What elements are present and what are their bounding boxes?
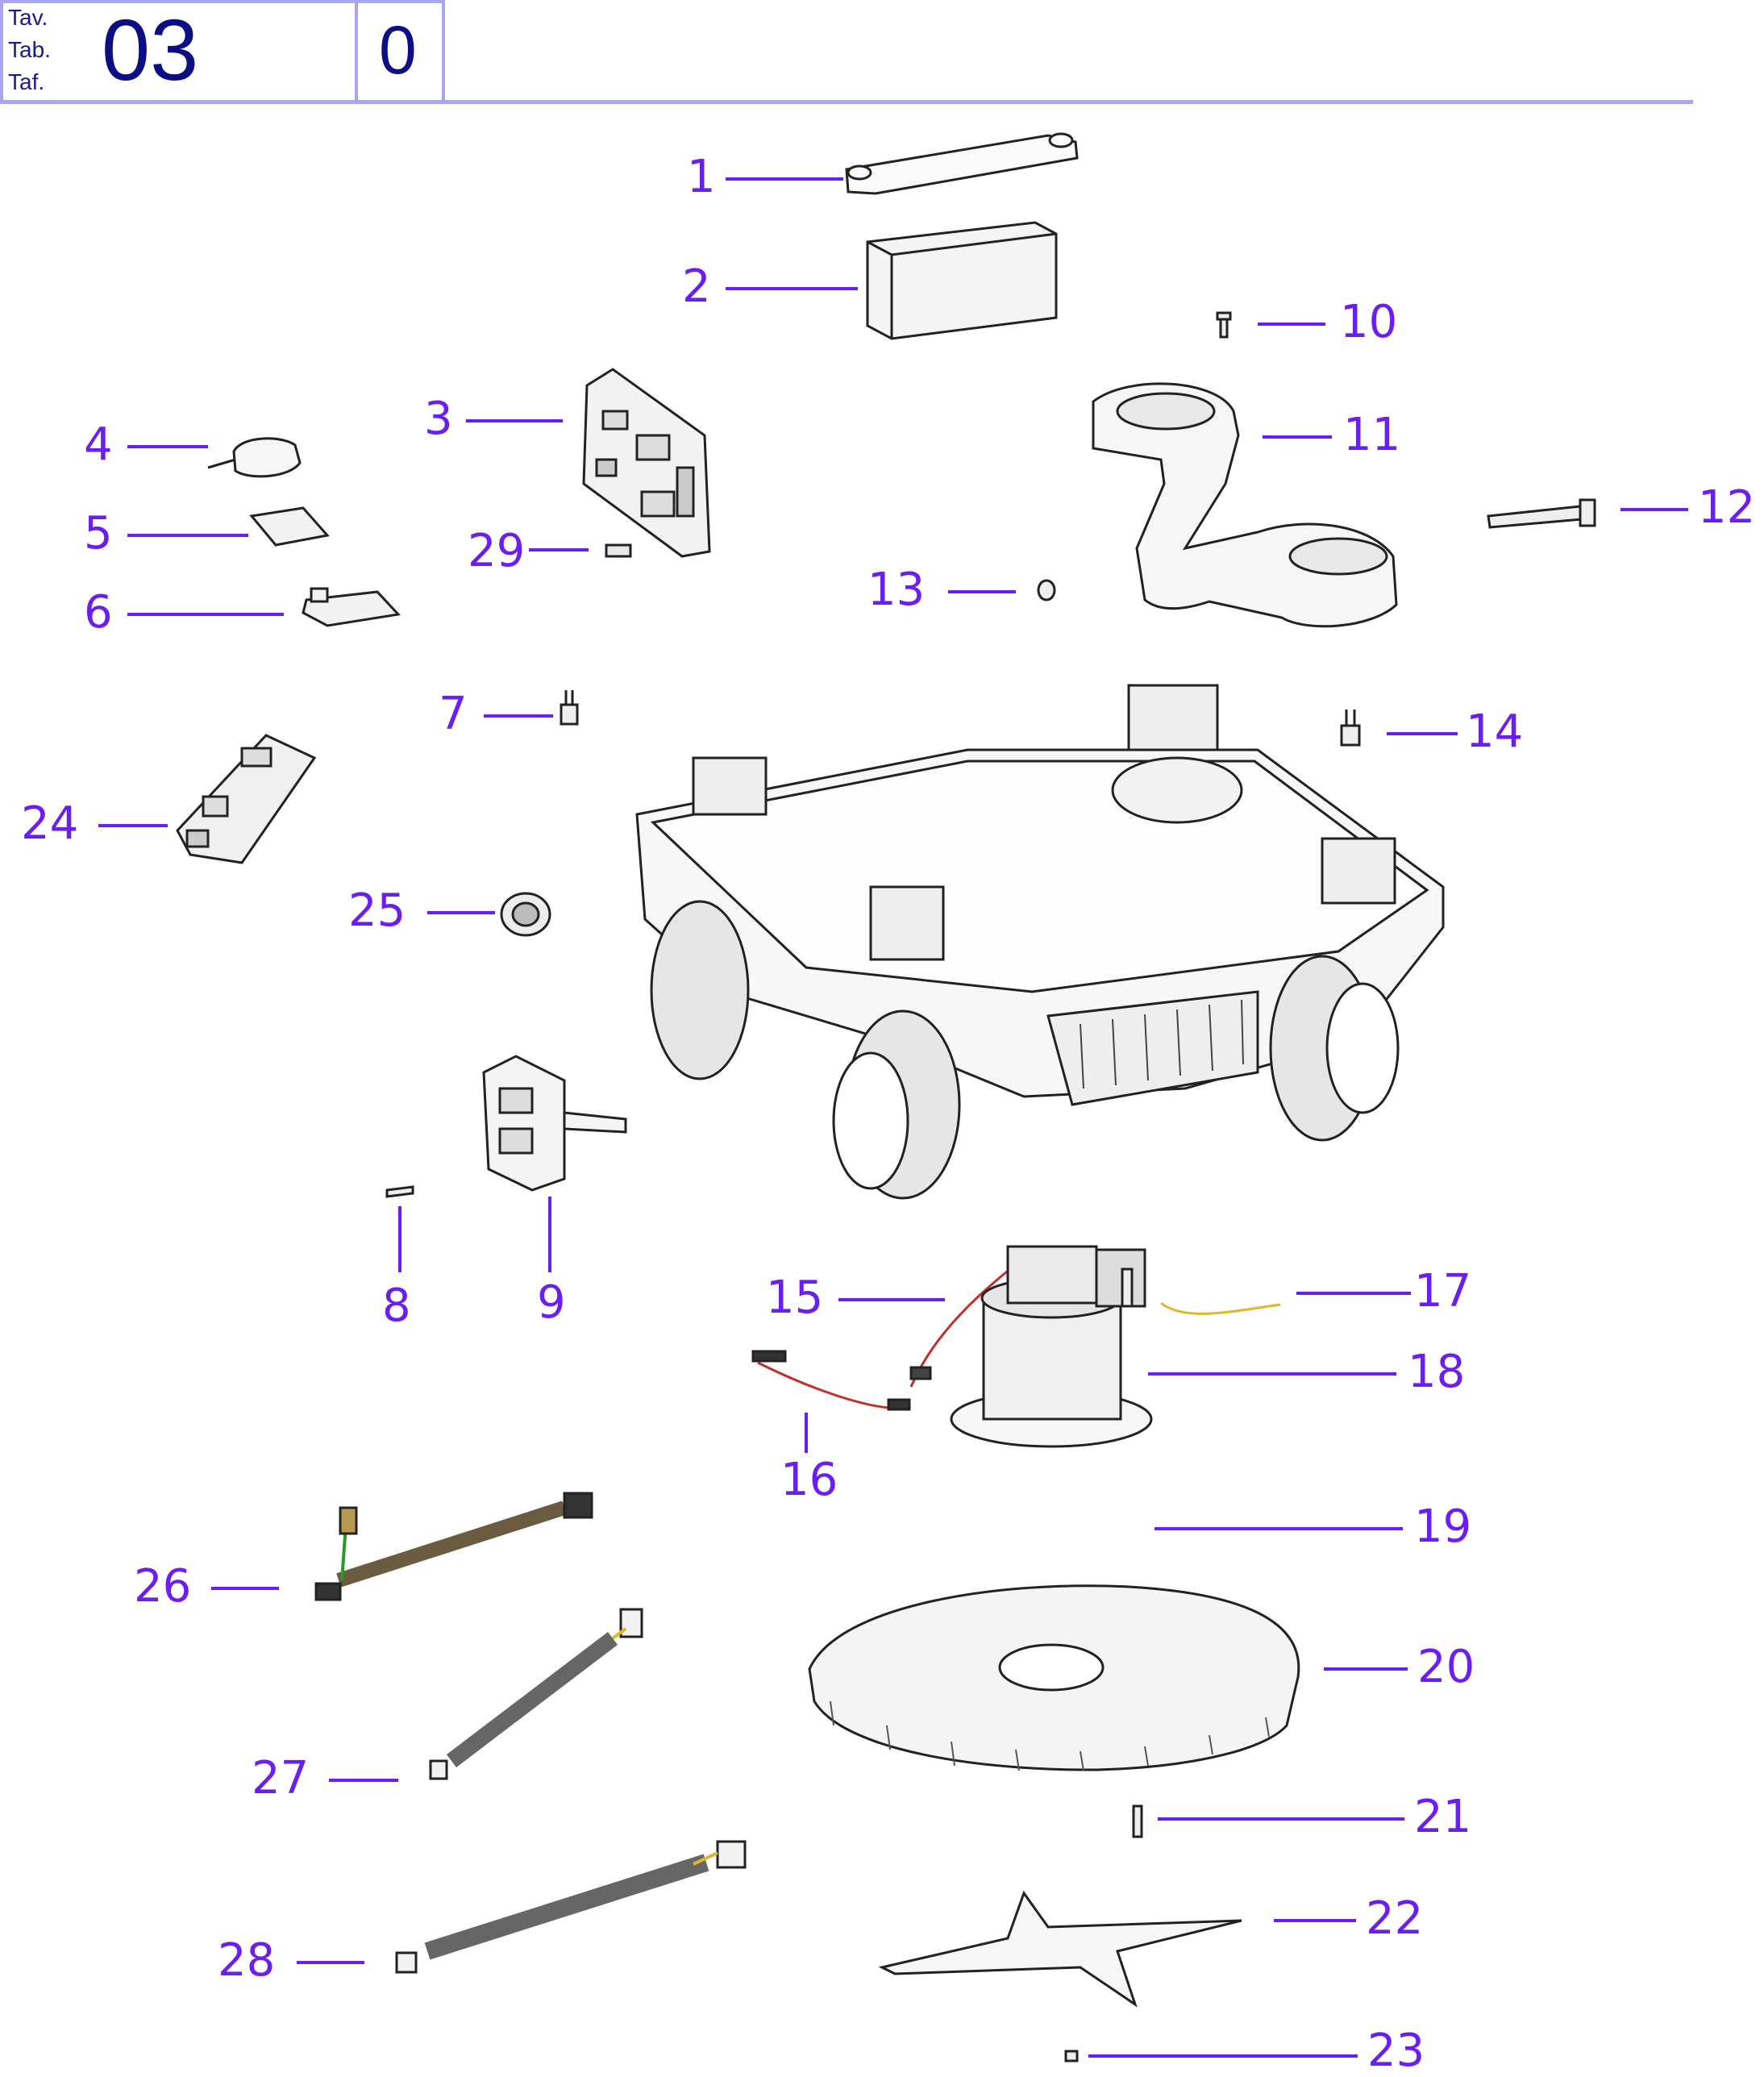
callout-8: 8	[382, 1280, 411, 1332]
part-28-harness	[395, 1840, 747, 1974]
callout-15: 15	[766, 1272, 824, 1324]
header-rule	[0, 100, 1693, 104]
part-22-blade	[878, 1890, 1242, 2008]
callout-10: 10	[1340, 296, 1398, 348]
callout-3: 3	[424, 393, 453, 445]
callout-14: 14	[1466, 706, 1524, 758]
callout-6: 6	[84, 586, 113, 639]
callout-22: 22	[1366, 1892, 1424, 1945]
callout-19: 19	[1414, 1501, 1472, 1553]
callout-12: 12	[1698, 481, 1756, 534]
part-25-grommet	[500, 892, 551, 937]
callout-9: 9	[537, 1276, 566, 1329]
callout-20: 20	[1417, 1641, 1475, 1693]
callout-5: 5	[84, 507, 113, 560]
part-16-cable	[751, 1350, 911, 1411]
header-label-tab: Tab.	[8, 37, 51, 62]
part-5-plate	[249, 506, 330, 547]
table-number: 03	[102, 1, 199, 98]
part-4-sensor	[207, 437, 302, 478]
part-23-screw	[1064, 2050, 1079, 2062]
callout-18: 18	[1408, 1346, 1466, 1398]
part-13-nut	[1037, 579, 1056, 601]
part-9-bracket	[482, 1055, 627, 1192]
callout-16: 16	[780, 1454, 838, 1506]
part-17-cable	[1160, 1301, 1281, 1315]
part-2-battery	[866, 221, 1058, 340]
part-18-motor	[950, 1245, 1153, 1448]
chassis-body	[635, 684, 1445, 1200]
part-6-holder	[302, 587, 401, 627]
leader-lines	[98, 177, 1688, 2058]
part-19-screw	[1121, 1267, 1134, 1308]
part-26-harness	[314, 1492, 593, 1601]
callout-24: 24	[21, 797, 79, 850]
callout-29: 29	[468, 525, 526, 577]
callout-21: 21	[1414, 1791, 1472, 1843]
callout-7: 7	[439, 688, 468, 740]
header-label-tav: Tav.	[8, 5, 48, 30]
part-1-bracket	[845, 132, 1079, 195]
part-10-screw	[1216, 311, 1232, 339]
part-14-connector	[1340, 710, 1361, 747]
part-20-disc	[808, 1584, 1300, 1771]
part-21-screw	[1132, 1804, 1143, 1838]
callout-11: 11	[1343, 409, 1401, 461]
part-29-chip	[605, 543, 632, 558]
callout-25: 25	[348, 884, 406, 937]
header-label-taf: Taf.	[8, 69, 45, 94]
part-3-pcb	[582, 368, 711, 558]
part-12-bolt	[1487, 498, 1596, 529]
callout-27: 27	[252, 1752, 310, 1804]
callout-28: 28	[218, 1934, 276, 1987]
callout-4: 4	[84, 418, 113, 471]
callout-26: 26	[134, 1560, 192, 1613]
part-7-connector	[560, 690, 579, 726]
header-cell-table	[0, 0, 358, 103]
revision-number: 0	[379, 12, 417, 88]
header-cell-revision	[355, 0, 445, 103]
part-8-pin	[385, 1185, 414, 1198]
callout-1: 1	[687, 151, 716, 203]
callout-13: 13	[867, 564, 926, 616]
part-27-harness	[429, 1608, 643, 1780]
part-11-arm	[1092, 382, 1398, 628]
callout-17: 17	[1414, 1265, 1472, 1317]
callout-2: 2	[682, 260, 711, 313]
callout-23: 23	[1367, 2025, 1425, 2077]
part-24-board	[176, 734, 317, 864]
